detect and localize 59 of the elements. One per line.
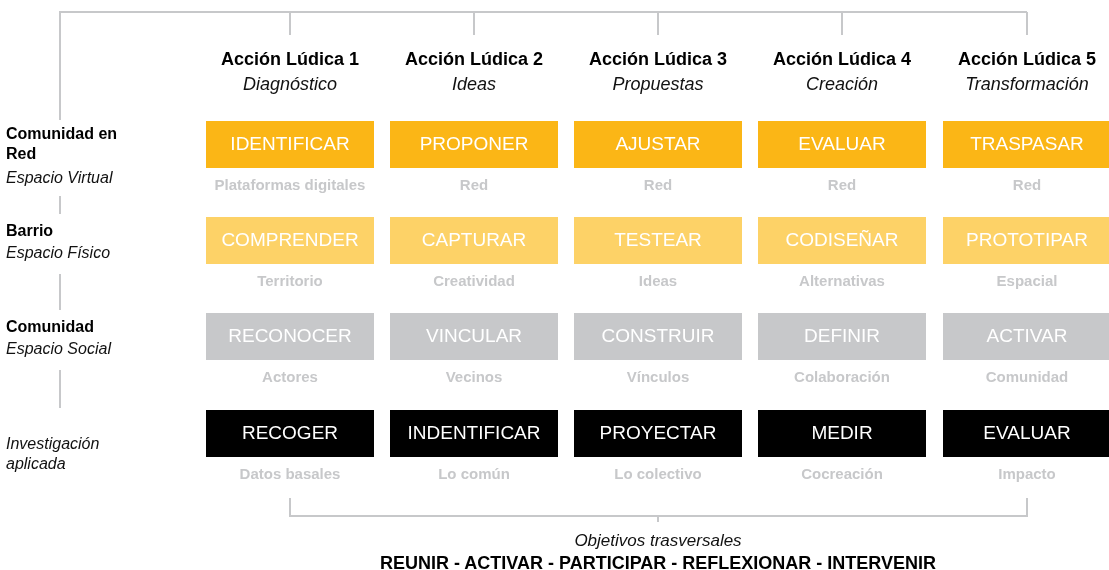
- column-header: Diagnóstico: [242, 73, 338, 96]
- action-box: TESTEAR: [574, 217, 742, 264]
- row-label: Espacio Social: [6, 339, 113, 359]
- action-caption: Cocreación: [801, 464, 883, 484]
- action-box: RECOGER: [206, 410, 374, 457]
- action-caption: Vínculos: [626, 367, 690, 387]
- column-header: Propuestas: [612, 73, 704, 96]
- action-box: PROPONER: [390, 121, 558, 168]
- column-header: Acción Lúdica 1: [221, 48, 359, 71]
- row-label: Comunidad en Red: [6, 124, 119, 164]
- action-box: IDENTIFICAR: [206, 121, 374, 168]
- column-header: Acción Lúdica 5: [958, 48, 1096, 71]
- action-caption: Impacto: [998, 464, 1056, 484]
- action-box: TRASPASAR: [943, 121, 1109, 168]
- action-box: MEDIR: [758, 410, 926, 457]
- action-box: DEFINIR: [758, 313, 926, 360]
- action-box: PROTOTIPAR: [943, 217, 1109, 264]
- row-label: Espacio Físico: [6, 243, 112, 263]
- footer-text: Objetivos trasversales: [574, 530, 742, 552]
- column-header: Acción Lúdica 2: [405, 48, 543, 71]
- row-label: Espacio Virtual: [6, 168, 114, 188]
- action-box: EVALUAR: [943, 410, 1109, 457]
- action-caption: Lo común: [438, 464, 510, 484]
- action-caption: Datos basales: [239, 464, 341, 484]
- action-caption: Alternativas: [799, 271, 885, 291]
- action-box: CONSTRUIR: [574, 313, 742, 360]
- action-caption: Plataformas digitales: [214, 175, 366, 195]
- action-caption: Red: [459, 175, 489, 195]
- action-caption: Red: [1012, 175, 1042, 195]
- action-box: CAPTURAR: [390, 217, 558, 264]
- action-caption: Espacial: [996, 271, 1058, 291]
- action-caption: Ideas: [638, 271, 678, 291]
- action-caption: Vecinos: [445, 367, 503, 387]
- column-header: Ideas: [452, 73, 496, 96]
- footer-text: REUNIR - ACTIVAR - PARTICIPAR - REFLEXIONAR - INTERVENIR: [380, 552, 936, 570]
- action-box: INDENTIFICAR: [390, 410, 558, 457]
- row-label: Barrio: [6, 221, 55, 241]
- action-box: EVALUAR: [758, 121, 926, 168]
- action-box: AJUSTAR: [574, 121, 742, 168]
- action-box: CODISEÑAR: [758, 217, 926, 264]
- action-box: ACTIVAR: [943, 313, 1109, 360]
- action-caption: Comunidad: [985, 367, 1069, 387]
- column-header: Transformación: [965, 73, 1089, 96]
- action-caption: Lo colectivo: [614, 464, 702, 484]
- action-caption: Territorio: [257, 271, 323, 291]
- action-box: PROYECTAR: [574, 410, 742, 457]
- action-caption: Creatividad: [433, 271, 515, 291]
- action-box: RECONOCER: [206, 313, 374, 360]
- action-caption: Colaboración: [794, 367, 890, 387]
- action-box: VINCULAR: [390, 313, 558, 360]
- action-caption: Actores: [262, 367, 318, 387]
- column-header: Acción Lúdica 4: [773, 48, 911, 71]
- action-caption: Red: [643, 175, 673, 195]
- action-caption: Red: [827, 175, 857, 195]
- column-header: Creación: [806, 73, 878, 96]
- action-box: COMPRENDER: [206, 217, 374, 264]
- row-label: Investigación aplicada: [6, 434, 101, 474]
- column-header: Acción Lúdica 3: [589, 48, 727, 71]
- row-label: Comunidad: [6, 317, 95, 337]
